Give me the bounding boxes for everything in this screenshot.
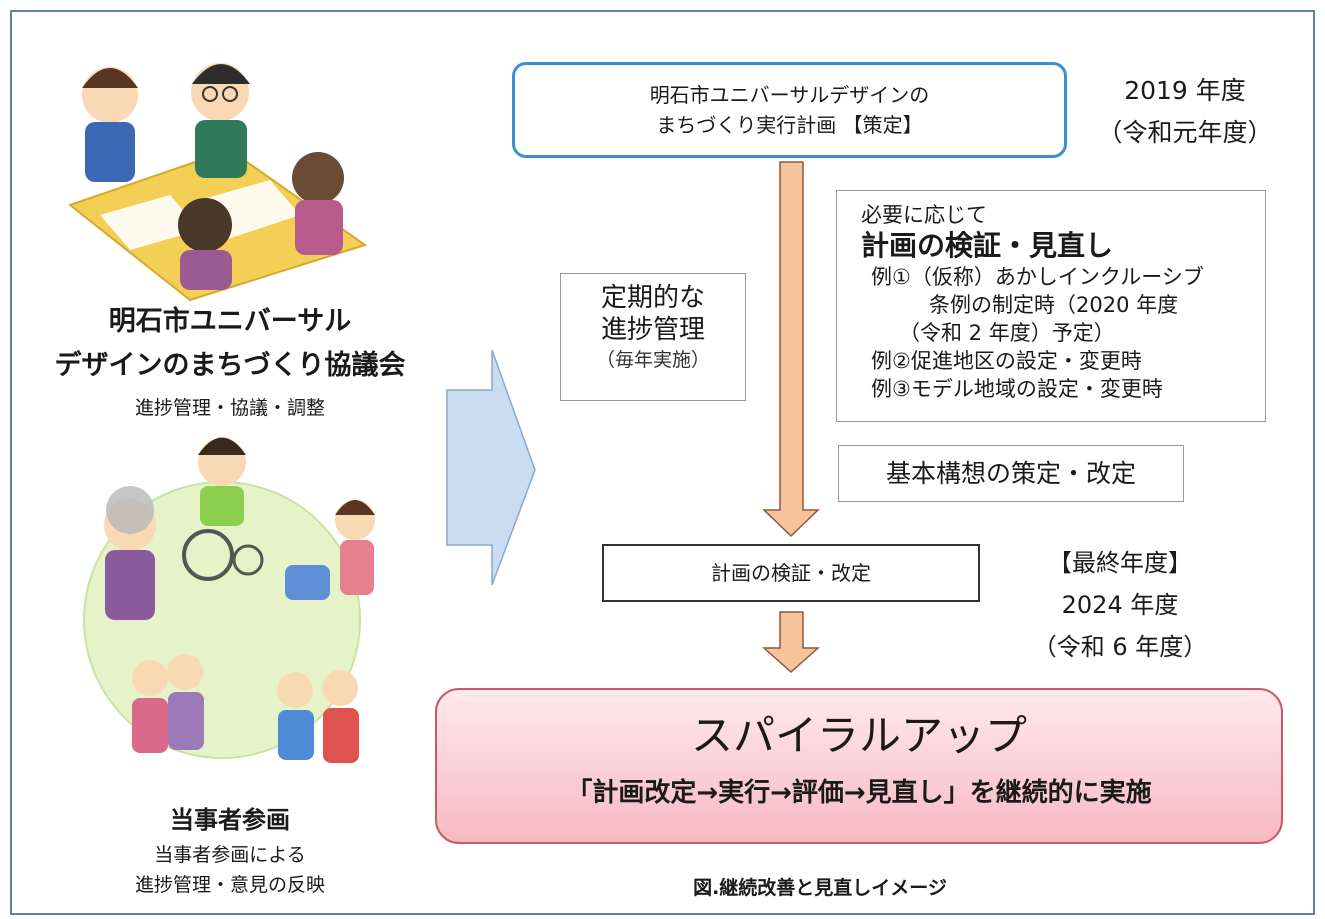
spiral-title: スパイラルアップ <box>690 711 1027 760</box>
review-example1c: （令和 2 年度）予定） <box>899 321 1115 345</box>
diagram-frame <box>10 10 1315 915</box>
basic-concept-box: 基本構想の策定・改定 <box>838 445 1184 502</box>
final-year-value: 2024 年度 <box>1061 591 1179 619</box>
final-year-era: （令和 6 年度） <box>1032 633 1208 661</box>
start-year-era: （令和元年度） <box>1097 118 1273 147</box>
review-example2: 例②促進地区の設定・変更時 <box>871 349 1142 373</box>
participation-line2: 進捗管理・意見の反映 <box>134 874 325 896</box>
review-example1a: 例①（仮称）あかしインクルーシブ <box>871 265 1204 289</box>
periodic-line2: 進捗管理 <box>600 315 705 345</box>
spiral-subtitle: 「計画改定→実行→評価→見直し」を継続的に実施 <box>566 778 1152 808</box>
final-year: 【最終年度】 2024 年度 （令和 6 年度） <box>1010 542 1230 668</box>
start-year: 2019 年度 （令和元年度） <box>1075 70 1295 154</box>
plan-line1: 明石市ユニバーサルデザインの <box>649 83 930 107</box>
participation-illustration <box>83 437 375 763</box>
periodic-management-box: 定期的な 進捗管理 （毎年実施） <box>560 273 746 401</box>
final-year-tag: 【最終年度】 <box>1048 549 1192 577</box>
review-example3: 例③モデル地域の設定・変更時 <box>871 377 1163 401</box>
periodic-line1: 定期的な <box>600 283 705 313</box>
periodic-line3: （毎年実施） <box>595 349 710 371</box>
review-example1b: 条例の制定時（2020 年度 <box>929 293 1179 317</box>
review-line1: 必要に応じて <box>861 203 987 227</box>
council-title: 明石市ユニバーサル デザインのまちづくり協議会 <box>20 300 440 388</box>
start-year-value: 2019 年度 <box>1124 76 1246 105</box>
participation-description: 当事者参画による 進捗管理・意見の反映 <box>60 840 400 900</box>
participation-line1: 当事者参画による <box>154 844 306 866</box>
figure-caption: 図.継続改善と見直しイメージ <box>693 877 947 899</box>
spiral-up-box: スパイラルアップ 「計画改定→実行→評価→見直し」を継続的に実施 <box>435 688 1283 844</box>
plan-line2: まちづくり実行計画 【策定】 <box>656 113 923 137</box>
meeting-illustration <box>67 63 368 302</box>
verify-revise-box: 計画の検証・改定 <box>602 544 980 602</box>
short-down-arrow <box>762 611 820 674</box>
plan-box: 明石市ユニバーサルデザインの まちづくり実行計画 【策定】 <box>512 62 1067 158</box>
council-title-line1: 明石市ユニバーサル <box>108 306 352 337</box>
council-subtitle: 進捗管理・協議・調整 <box>134 397 325 419</box>
council-title-line2: デザインのまちづくり協議会 <box>54 350 406 381</box>
review-heading: 計画の検証・見直し <box>861 229 1114 262</box>
vertical-arrow <box>762 161 820 538</box>
review-box: 必要に応じて 計画の検証・見直し 例①（仮称）あかしインクルーシブ 条例の制定時… <box>836 190 1266 422</box>
participation-title: 当事者参画 <box>170 806 290 834</box>
big-right-arrow <box>446 349 536 586</box>
